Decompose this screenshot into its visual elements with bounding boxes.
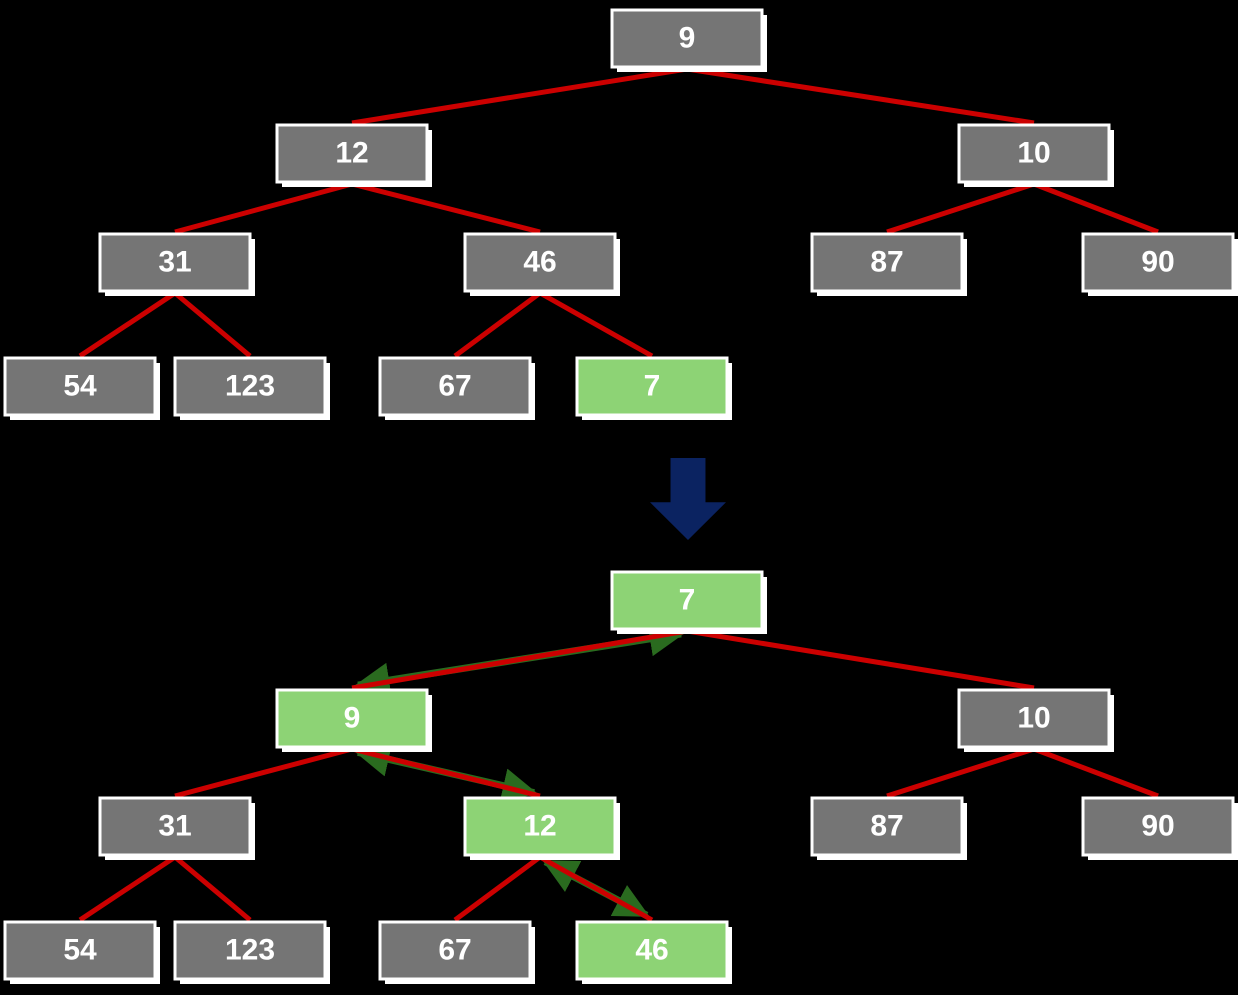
tree-node[interactable]: 12: [275, 123, 432, 187]
tree-node[interactable]: 46: [463, 232, 620, 296]
node-label: 12: [335, 136, 368, 169]
tree-node[interactable]: 123: [173, 920, 330, 984]
node-box[interactable]: [463, 796, 617, 857]
tree-edge: [78, 854, 177, 923]
node-label: 87: [870, 809, 903, 842]
tree-node[interactable]: 123: [173, 356, 330, 420]
tree-node[interactable]: 67: [378, 920, 535, 984]
tree-node[interactable]: 10: [957, 123, 1114, 187]
node-box[interactable]: [173, 356, 327, 417]
node-label: 90: [1141, 245, 1174, 278]
tree-edge: [174, 746, 353, 799]
tree-node[interactable]: 90: [1081, 232, 1238, 296]
node-label: 46: [635, 933, 668, 966]
node-label: 9: [344, 701, 361, 734]
node-box[interactable]: [3, 920, 157, 981]
node-box[interactable]: [98, 796, 252, 857]
node-label: 7: [679, 583, 696, 616]
node-label: 9: [679, 21, 696, 54]
node-label: 10: [1017, 136, 1050, 169]
node-box[interactable]: [378, 356, 532, 417]
node-label: 90: [1141, 809, 1174, 842]
node-label: 123: [225, 933, 275, 966]
node-label: 7: [644, 369, 661, 402]
tree-edge: [538, 854, 654, 923]
tree-edge: [351, 181, 541, 235]
node-label: 54: [63, 933, 97, 966]
tree-node[interactable]: 9: [275, 688, 432, 752]
node-box[interactable]: [173, 920, 327, 981]
tree-edge: [538, 290, 654, 359]
node-label: 67: [438, 933, 471, 966]
tree-node[interactable]: 54: [3, 356, 160, 420]
node-box[interactable]: [3, 356, 157, 417]
tree-node[interactable]: 9: [610, 8, 767, 72]
node-box[interactable]: [275, 688, 429, 749]
node-label: 46: [523, 245, 556, 278]
tree-edge: [886, 181, 1035, 235]
tree-edge: [686, 66, 1035, 126]
tree-edge: [453, 854, 542, 923]
tree-node[interactable]: 46: [575, 920, 732, 984]
node-label: 54: [63, 369, 97, 402]
tree-node[interactable]: 54: [3, 920, 160, 984]
tree-node[interactable]: 31: [98, 232, 255, 296]
tree-edge: [351, 746, 541, 799]
tree-node[interactable]: 87: [810, 796, 967, 860]
tree-nodes-before: 9 12 10 31 46 87 90 54 123 67 7: [3, 8, 1238, 420]
node-box[interactable]: [810, 232, 964, 293]
node-box[interactable]: [575, 920, 729, 981]
tree-edges-before: [78, 66, 1159, 359]
transition-down-arrow-icon: [650, 458, 726, 540]
tree-edges-after: [78, 628, 1159, 923]
node-box[interactable]: [378, 920, 532, 981]
node-label: 31: [158, 245, 191, 278]
tree-node[interactable]: 7: [610, 570, 767, 634]
node-label: 10: [1017, 701, 1050, 734]
node-box[interactable]: [98, 232, 252, 293]
tree-edge: [351, 628, 688, 691]
node-box[interactable]: [463, 232, 617, 293]
node-label: 67: [438, 369, 471, 402]
node-label: 123: [225, 369, 275, 402]
tree-node[interactable]: 90: [1081, 796, 1238, 860]
node-box[interactable]: [575, 356, 729, 417]
node-box[interactable]: [610, 8, 764, 69]
node-box[interactable]: [1081, 796, 1235, 857]
node-box[interactable]: [957, 123, 1111, 184]
tree-edge: [173, 855, 252, 922]
node-box[interactable]: [610, 570, 764, 631]
tree-node[interactable]: 10: [957, 688, 1114, 752]
node-label: 87: [870, 245, 903, 278]
tree-edge: [1033, 181, 1159, 235]
node-box[interactable]: [957, 688, 1111, 749]
tree-edge: [886, 746, 1035, 799]
node-box[interactable]: [810, 796, 964, 857]
tree-edge: [78, 290, 177, 359]
tree-node[interactable]: 87: [810, 232, 967, 296]
tree-edge: [174, 181, 353, 235]
tree-node[interactable]: 7: [575, 356, 732, 420]
tree-node[interactable]: 12: [463, 796, 620, 860]
node-box[interactable]: [275, 123, 429, 184]
transition-arrow-group: [650, 458, 726, 540]
tree-edge: [351, 66, 688, 126]
tree-nodes-after: 7 9 10 31 12 87 90 54 123 67 46: [3, 570, 1238, 984]
node-label: 12: [523, 809, 556, 842]
tree-edge: [453, 290, 542, 359]
node-box[interactable]: [1081, 232, 1235, 293]
node-label: 31: [158, 809, 191, 842]
tree-node[interactable]: 67: [378, 356, 535, 420]
tree-edge: [686, 628, 1035, 691]
tree-edge: [173, 291, 252, 358]
tree-edge: [1033, 746, 1159, 799]
tree-node[interactable]: 31: [98, 796, 255, 860]
